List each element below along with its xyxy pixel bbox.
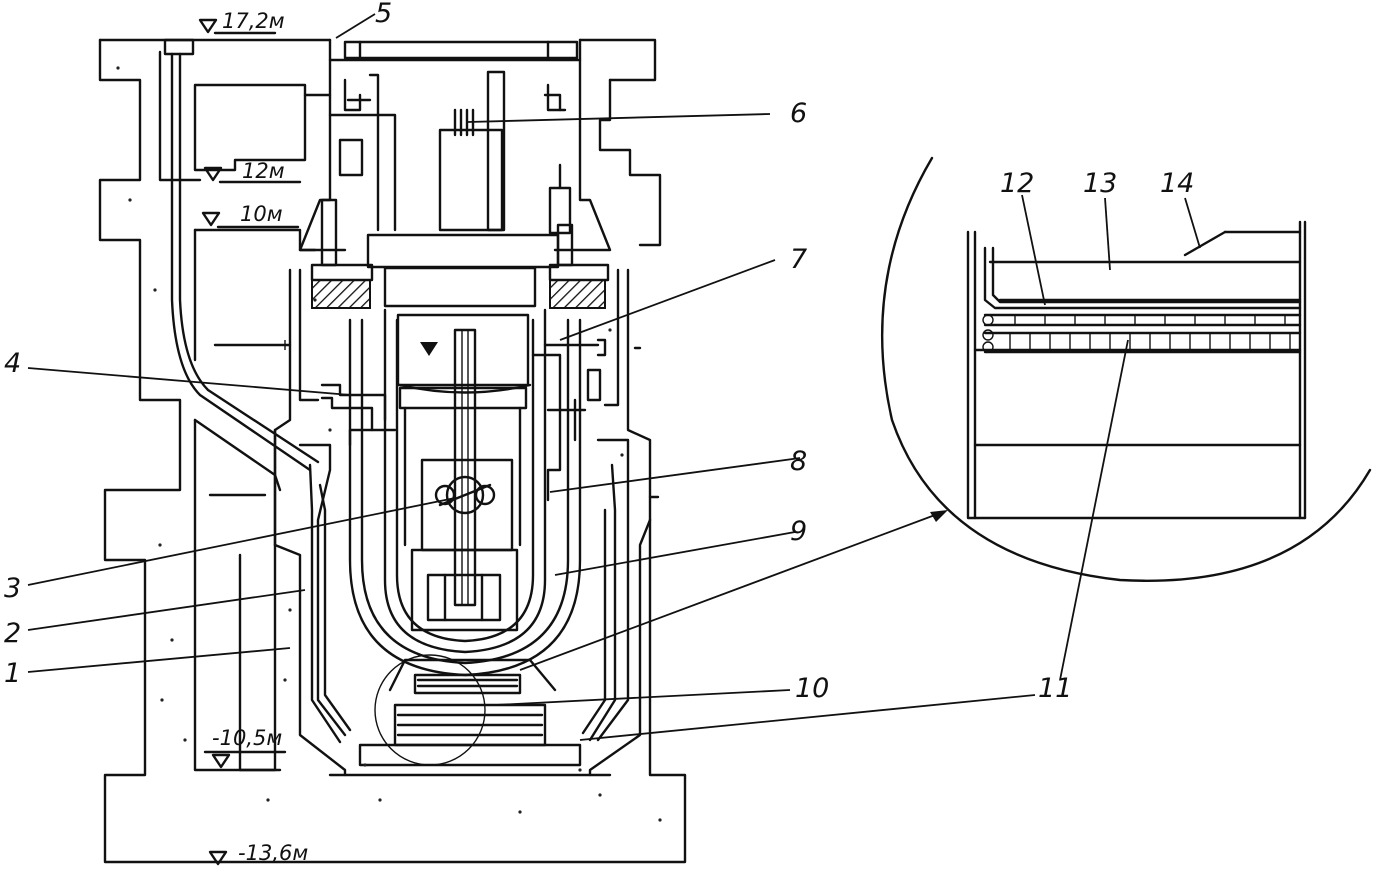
label-11: 11 [1038,673,1072,704]
core-catcher [358,654,582,767]
concrete-shaft [273,268,652,777]
label-8: 8 [790,446,807,477]
label-1: 1 [4,658,21,689]
level-label-top: 17,2м [222,9,285,33]
reactor-hall [298,38,612,252]
level-label-12m: 12м [242,159,285,183]
level-label-minus-13-6m: -13,6м [238,841,308,865]
label-12: 12 [1000,168,1034,199]
level-label-minus-10-5m: -10,5м [212,726,282,750]
concrete-specks [116,66,662,822]
detail-inset [880,156,1372,582]
level-label-10m: 10м [240,202,283,226]
label-6: 6 [790,98,807,129]
building-outer-wall [98,38,687,864]
label-4: 4 [4,348,21,379]
label-7: 7 [790,244,807,275]
reactor-vessel [348,308,582,677]
level-marker-minus-13-6m: -13,6м [208,841,308,866]
left-compartments [158,38,332,772]
label-13: 13 [1083,168,1117,199]
leader-lines [27,13,1129,741]
top-shield-plugs [310,198,610,309]
level-marker-12m: 12м [203,159,302,184]
level-marker-minus-10-5m: -10,5м [203,726,287,769]
label-5: 5 [375,0,392,29]
label-2: 2 [4,618,21,649]
label-9: 9 [790,516,807,547]
cavity-liners [298,438,630,744]
label-3: 3 [4,573,21,604]
label-14: 14 [1160,168,1194,199]
label-10: 10 [795,673,829,704]
pipework [320,338,660,502]
level-marker-top: 17,2м [198,9,285,35]
level-marker-10m: 10м [201,202,300,229]
